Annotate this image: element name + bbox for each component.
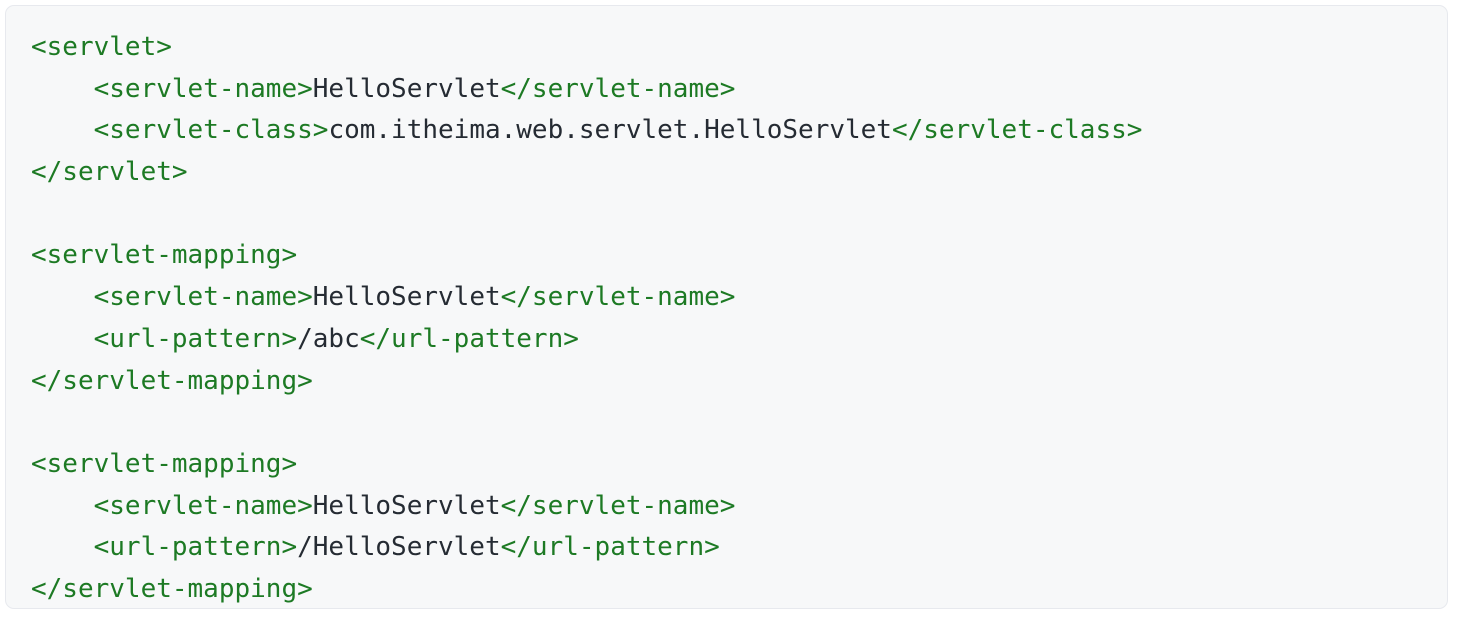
code-line: <url-pattern>/abc</url-pattern> <box>31 319 1437 361</box>
code-line: <servlet-mapping> <box>31 444 1437 486</box>
code-indent <box>31 282 94 312</box>
xml-tag: <url-pattern> <box>93 323 298 354</box>
xml-value: HelloServlet <box>312 73 501 104</box>
xml-tag: <servlet-mapping> <box>31 448 298 479</box>
xml-tag: </servlet-name> <box>500 73 736 104</box>
code-line-blank <box>31 194 1437 236</box>
xml-value: HelloServlet <box>312 490 501 521</box>
code-indent <box>31 74 94 104</box>
code-line: </servlet> <box>31 152 1437 194</box>
xml-tag: <servlet> <box>31 32 172 62</box>
xml-value: /HelloServlet <box>297 532 501 563</box>
code-line: <servlet-name>HelloServlet</servlet-name… <box>31 277 1437 319</box>
code-line-list: <servlet> <servlet-name>HelloServlet</se… <box>31 27 1437 611</box>
xml-tag: </servlet-class> <box>891 115 1143 146</box>
code-line: <servlet-name>HelloServlet</servlet-name… <box>31 486 1437 528</box>
xml-tag: <url-pattern> <box>93 532 298 563</box>
xml-tag: </servlet-mapping> <box>31 573 313 604</box>
code-line: <servlet-class>com.itheima.web.servlet.H… <box>31 110 1437 152</box>
xml-tag: <servlet-name> <box>93 490 313 521</box>
xml-tag: </url-pattern> <box>359 323 579 354</box>
code-block: <servlet> <servlet-name>HelloServlet</se… <box>5 5 1448 609</box>
code-line-blank <box>31 402 1437 444</box>
code-line: <url-pattern>/HelloServlet</url-pattern> <box>31 527 1437 569</box>
code-line: </servlet-mapping> <box>31 569 1437 611</box>
xml-tag: <servlet-name> <box>93 282 313 313</box>
code-indent <box>31 532 94 562</box>
xml-value: /abc <box>297 323 360 354</box>
xml-value: HelloServlet <box>312 282 501 313</box>
xml-value: com.itheima.web.servlet.HelloServlet <box>328 115 892 146</box>
code-line: </servlet-mapping> <box>31 361 1437 403</box>
xml-tag: </servlet> <box>31 157 188 188</box>
xml-tag: <servlet-name> <box>93 73 313 104</box>
code-indent <box>31 491 94 521</box>
code-line: <servlet-name>HelloServlet</servlet-name… <box>31 69 1437 111</box>
xml-tag: </url-pattern> <box>500 532 720 563</box>
code-line: <servlet> <box>31 27 1437 69</box>
xml-tag: <servlet-class> <box>93 115 329 146</box>
xml-tag: </servlet-mapping> <box>31 365 313 396</box>
xml-tag: <servlet-mapping> <box>31 240 298 271</box>
code-indent <box>31 115 94 145</box>
code-line: <servlet-mapping> <box>31 235 1437 277</box>
xml-tag: </servlet-name> <box>500 490 736 521</box>
code-indent <box>31 324 94 354</box>
xml-tag: </servlet-name> <box>500 282 736 313</box>
